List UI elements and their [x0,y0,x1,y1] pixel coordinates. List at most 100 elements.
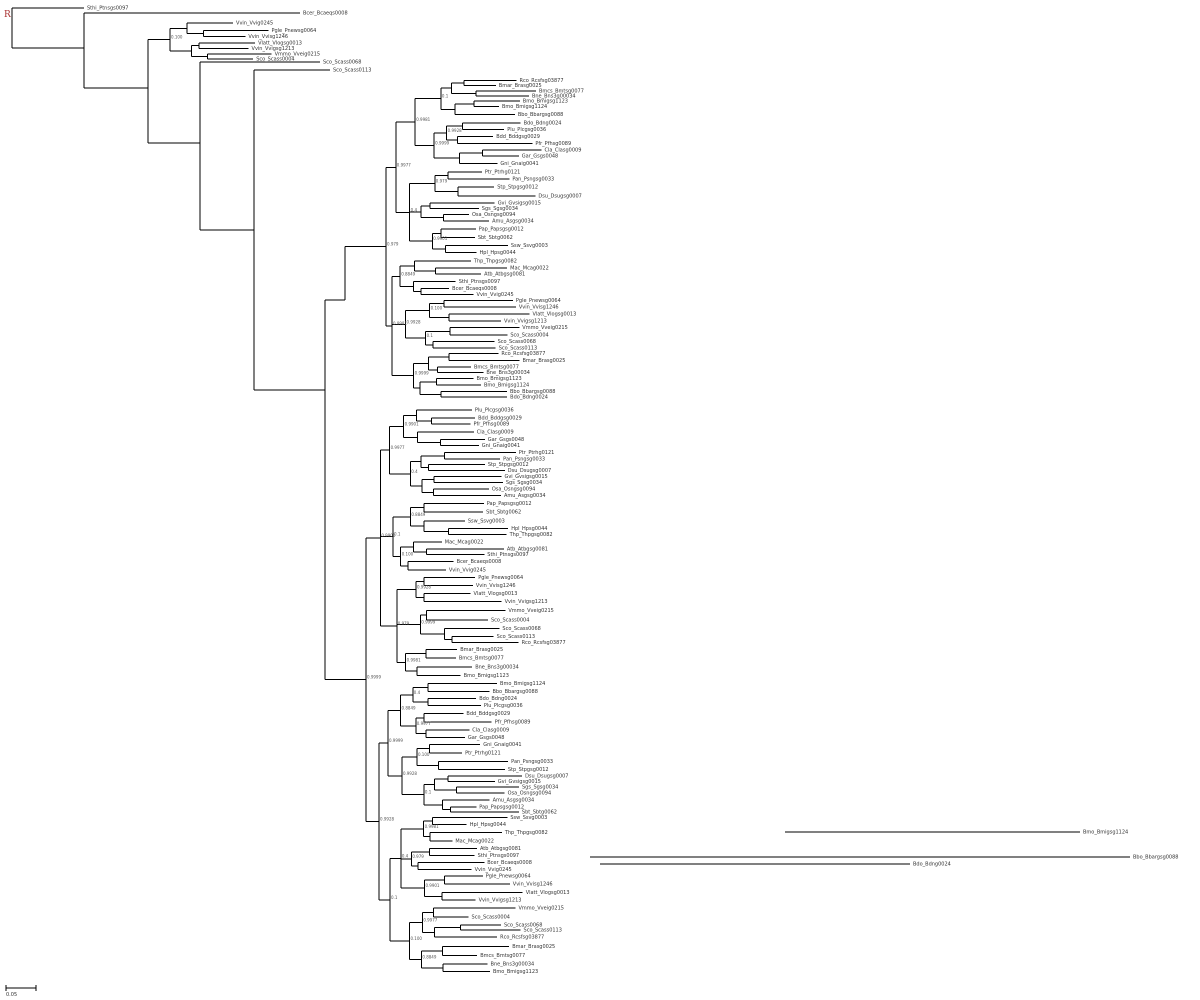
taxon-label: Sbt_Sbtg0062 [486,510,521,516]
tree-labels: Sthi_Ptnsgs0097Bcer_Bcaeqs0008Vvin_Vvig0… [87,6,1178,976]
taxon-label: Sgs_Sgsg0034 [482,206,518,212]
taxon-label: Bdo_Bdng0024 [479,696,517,702]
node-support-value: 0.100 [171,35,183,40]
taxon-label: Pan_Psngsg0033 [512,177,554,183]
taxon-label: Vvin_Vvisg1246 [513,882,553,888]
taxon-label: Osa_Osngsg0094 [472,212,516,218]
taxon-label: Bmo_Bmigsg1124 [502,104,547,110]
taxon-label: Bcer_Bcaeqs0008 [303,11,348,17]
taxon-label: Sbt_Sbtg0062 [478,235,513,241]
taxon-label: Pfr_Pfhsg0089 [535,141,571,147]
taxon-label: Pfr_Pfhsg0089 [495,720,531,726]
node-support-value: 0.9928 [407,319,421,324]
taxon-label: Vvin_Vvigsg1213 [252,46,295,52]
taxon-label: Sco_Scass0113 [524,928,562,934]
node-support-value: 0.9981 [425,824,439,829]
node-support-value: 0.9999 [415,371,429,376]
taxon-label: Gni_Gnaig0041 [500,161,538,167]
root-marker-text: R [4,10,11,20]
taxon-label: Vlatt_Vlogsg0013 [258,40,302,46]
tree-branches [11,7,1130,973]
taxon-label: Ssw_Ssvg0003 [468,518,505,524]
node-support-value: 0.9999 [421,620,435,625]
taxon-label: Gvi_Gvsigsg0015 [504,474,547,480]
taxon-label: Atb_Atbgsg0081 [484,271,525,277]
taxon-label: Bmcs_Bmtsg0077 [474,364,519,370]
taxon-label: Pan_Psngsg0033 [511,759,553,765]
taxon-label: Ptr_Ptrhg0121 [485,169,521,175]
taxon-label: Vvin_Vvig0245 [475,867,512,873]
node-support-value: 0.8849 [422,954,436,959]
root-marker: R [4,10,11,20]
taxon-label: Vlatt_Vlogsg0013 [526,890,570,896]
taxon-label: Mac_Mcag0022 [455,839,494,845]
taxon-label: Stp_Stpgsg0012 [488,462,529,468]
node-support-value: 0.8849 [401,271,415,276]
node-support-value: 0.9928 [448,128,462,133]
taxon-label: Bdd_Bddgsg0029 [478,415,522,421]
taxon-label: Atb_Atbgsg0081 [507,547,548,553]
taxon-label: Sco_Scass0068 [504,922,542,928]
taxon-label: Rco_Rcsfsg03877 [519,78,563,84]
taxon-label: Sco_Scass0113 [497,634,535,640]
node-support-value: 0.9977 [423,917,437,922]
taxon-label: Vvin_Vvigsg1213 [505,599,548,605]
taxon-label: Gni_Gnaig0041 [482,443,520,449]
taxon-label: Ssw_Ssvg0003 [511,243,548,249]
node-support-value: 0.9999 [389,738,403,743]
taxon-label: Ptr_Ptrhg0121 [465,751,501,757]
taxon-label: Bmo_Bmigsg1124 [484,383,529,389]
taxon-label: Atb_Atbgsg0081 [480,846,521,852]
taxon-label: Plu_Plcgsg0036 [475,407,514,413]
node-support-value: 0.9928 [380,816,394,821]
taxon-label: Bmar_Brasg0025 [522,358,565,364]
taxon-label: Cla_Clasg0009 [544,147,581,153]
taxon-label: Dsu_Dsugsg0007 [508,468,551,474]
scale-bar-label: 0.05 [6,992,17,998]
taxon-label: Bcer_Bcaeqs0008 [487,860,532,866]
taxon-label: Bcer_Bcaeqs0008 [452,286,497,292]
node-support-value: 0.100 [431,306,443,311]
taxon-label: Sco_Scass0113 [499,345,537,351]
taxon-label: Stp_Stpgsg0012 [508,767,549,773]
taxon-label: Bmcs_Bmtsg0077 [459,656,504,662]
node-support-value: 0.9981 [407,657,421,662]
taxon-label: Sco_Scass0068 [323,60,361,66]
taxon-label: Amu_Asgsg0034 [492,219,534,225]
taxon-label: Bbo_Bbargsg0088 [1133,855,1178,861]
taxon-label: Osa_Osngsg0094 [508,790,552,796]
taxon-label: Dsu_Dsugsg0007 [538,193,581,199]
taxon-label: Amu_Asgsg0034 [493,798,535,804]
taxon-label: Bne_Bns3g00034 [475,665,519,671]
taxon-label: Sco_Scass0004 [491,617,529,623]
taxon-label: Dsu_Dsugsg0007 [525,774,568,780]
node-support-value: 0.100 [410,936,422,941]
node-support-value: 0.9928 [403,771,417,776]
taxon-label: Bmo_Bmigsg1124 [500,681,545,687]
taxon-label: Bmar_Brasg0025 [512,944,555,950]
taxon-label: Cla_Clasg0009 [472,728,509,734]
taxon-label: Gar_Gsgs0048 [522,153,558,159]
taxon-label: Sco_Scass0004 [510,332,548,338]
node-support-value: 0.979 [387,242,399,247]
scale-bar: 0.05 [5,985,37,998]
taxon-label: Bdo_Bdng0024 [913,862,951,868]
taxon-label: Plu_Plcgsg0036 [507,127,546,133]
taxon-label: Bmar_Brasg0025 [499,83,542,89]
node-support-value: 0.100 [402,551,414,556]
taxon-label: Osa_Osngsg0094 [492,487,536,493]
taxon-label: Vvin_Vvisg1246 [248,34,288,40]
taxon-label: Bdd_Bddgsg0029 [496,134,540,140]
taxon-label: Thp_Thpgsg0082 [509,532,553,538]
node-support-value: 0.9977 [417,721,431,726]
taxon-label: Sthi_Ptnsgs0097 [478,853,519,859]
taxon-label: Bne_Bns3g00034 [486,370,530,376]
taxon-label: Hpl_Hpsg0044 [511,526,547,532]
taxon-label: Bdd_Bddgsg0029 [466,711,510,717]
taxon-label: Vlatt_Vlogsg0013 [532,312,576,318]
taxon-label: Bbo_Bbargsg0088 [518,112,563,118]
node-support-value: 0.100 [418,752,430,757]
taxon-label: Amu_Asgsg0034 [504,493,546,499]
taxon-label: Thp_Thpgsg0082 [473,259,517,265]
